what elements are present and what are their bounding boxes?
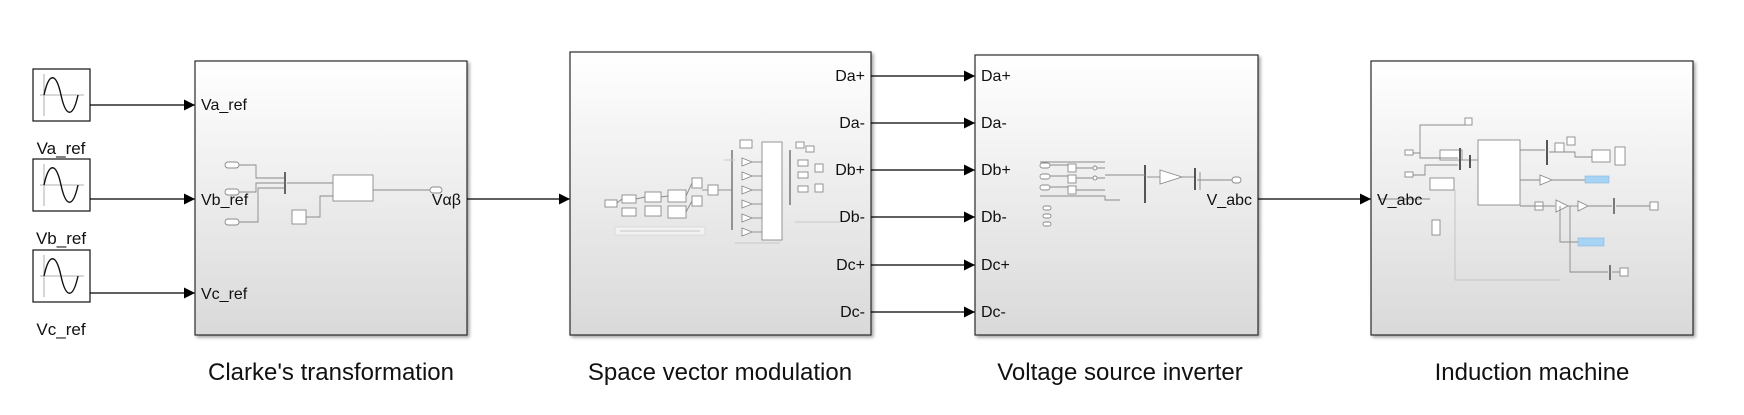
output-port-label: Da+ <box>835 68 865 85</box>
source-label: Va_ref <box>37 139 86 158</box>
input-port-label: Da+ <box>981 68 1011 85</box>
clarke-transformation-block[interactable]: Va_ref Vb_ref Vc_ref Vαβ Clarke's transf… <box>194 60 468 386</box>
output-port-label: Dc+ <box>836 257 865 274</box>
subsystem-body[interactable] <box>974 54 1259 336</box>
internal-preview <box>224 161 443 226</box>
input-port-label: Va_ref <box>201 97 248 114</box>
output-port-label: Dc- <box>840 304 865 321</box>
block-caption: Voltage source inverter <box>997 359 1242 386</box>
input-port-label: Dc- <box>981 304 1006 321</box>
input-port-label: Db- <box>981 209 1007 226</box>
block-caption: Clarke's transformation <box>208 359 454 386</box>
source-label: Vb_ref <box>36 229 86 248</box>
input-port-label: Da- <box>981 115 1007 132</box>
source-vc[interactable]: Vc_ref <box>32 249 91 339</box>
source-va[interactable]: Va_ref <box>32 68 91 158</box>
input-port-label: Dc+ <box>981 257 1010 274</box>
subsystem-body[interactable] <box>1370 60 1694 336</box>
output-port-label: Da- <box>839 115 865 132</box>
input-port-label: Vb_ref <box>201 192 249 209</box>
output-port-label: Vαβ <box>432 192 461 209</box>
input-port-label: Vc_ref <box>201 286 248 303</box>
source-label: Vc_ref <box>36 320 85 339</box>
voltage-source-inverter-block[interactable]: Da+ Da- Db+ Db- Dc+ Dc- V_abc Voltage so… <box>974 54 1259 386</box>
induction-machine-block[interactable]: V_abc Induction machine <box>1370 60 1694 386</box>
subsystem-body[interactable] <box>569 51 872 336</box>
internal-preview <box>1039 161 1242 227</box>
internal-preview <box>1378 117 1659 281</box>
input-port-label: Db+ <box>981 162 1011 179</box>
internal-preview <box>604 139 840 244</box>
source-vb[interactable]: Vb_ref <box>32 158 91 248</box>
block-caption: Space vector modulation <box>588 359 852 386</box>
input-port-label: V_abc <box>1377 192 1422 209</box>
block-caption: Induction machine <box>1435 359 1630 386</box>
subsystem-body[interactable] <box>194 60 468 336</box>
output-port-label: V_abc <box>1207 192 1252 209</box>
space-vector-modulation-block[interactable]: Da+ Da- Db+ Db- Dc+ Dc- Space vector mod… <box>569 51 872 386</box>
output-port-label: Db- <box>839 209 865 226</box>
output-port-label: Db+ <box>835 162 865 179</box>
